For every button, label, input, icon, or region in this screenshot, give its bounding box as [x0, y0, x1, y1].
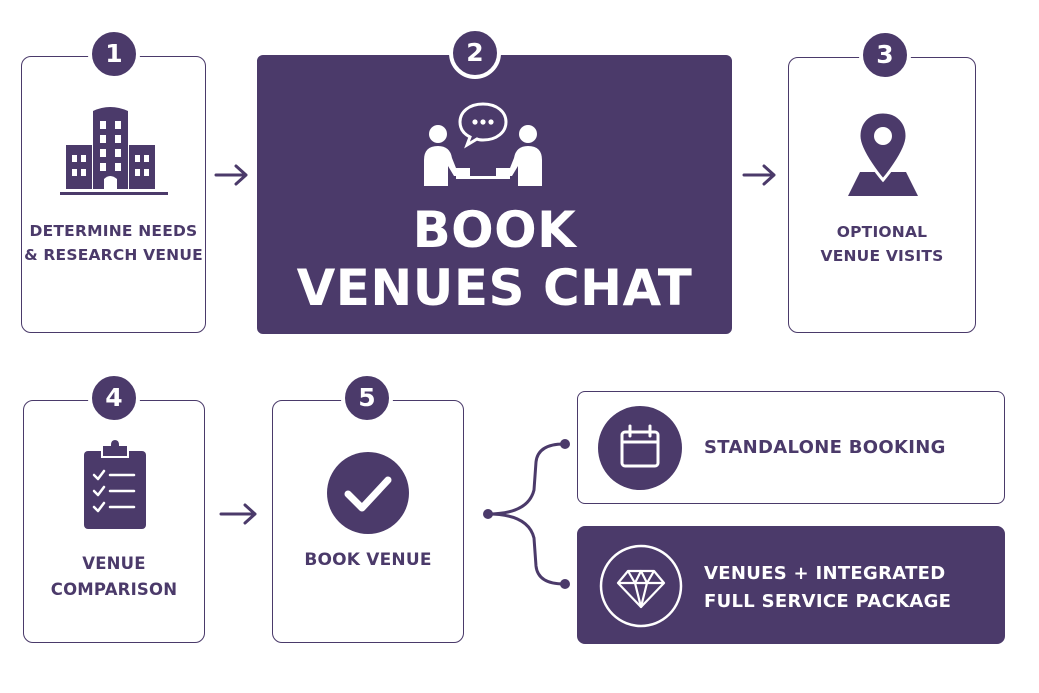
step-1-card: DETERMINE NEEDS & RESEARCH VENUE: [21, 56, 206, 333]
step-5-label: BOOK VENUE: [304, 550, 432, 570]
option-full-service-label: VENUES + INTEGRATED FULL SERVICE PACKAGE: [704, 563, 952, 612]
arrow-2-to-3-icon: [742, 164, 776, 186]
step-3-card: OPTIONAL VENUE VISITS: [788, 57, 976, 333]
step-1-number-badge: 1: [88, 28, 140, 80]
step-2-label: BOOK VENUES CHAT: [296, 201, 693, 317]
step-4-card: VENUE COMPARISON: [23, 400, 205, 643]
step-2-number-badge: 2: [449, 27, 501, 79]
step-5-card: BOOK VENUE: [272, 400, 464, 643]
step-3-label: OPTIONAL VENUE VISITS: [820, 223, 944, 265]
branch-connector: [483, 439, 570, 589]
building-icon: [60, 107, 168, 195]
step-5-number-badge: 5: [341, 372, 393, 424]
option-standalone-booking-label: STANDALONE BOOKING: [704, 437, 946, 458]
meeting-chat-icon: [424, 102, 542, 186]
checkmark-icon: [327, 452, 409, 534]
calendar-icon: [598, 406, 682, 490]
step-4-number-badge: 4: [88, 372, 140, 424]
clipboard-checklist-icon: [84, 437, 146, 529]
arrow-4-to-5-icon: [219, 503, 257, 525]
step-1-label: DETERMINE NEEDS & RESEARCH VENUE: [24, 222, 203, 264]
step-3-number-badge: 3: [859, 29, 911, 81]
step-4-label: VENUE COMPARISON: [50, 554, 178, 599]
step-2-card: BOOK VENUES CHAT: [257, 55, 732, 334]
option-full-service-card: VENUES + INTEGRATED FULL SERVICE PACKAGE: [577, 526, 1005, 644]
map-pin-icon: [848, 110, 918, 196]
diamond-icon: [599, 544, 683, 628]
option-standalone-booking-card: STANDALONE BOOKING: [577, 391, 1005, 504]
arrow-1-to-2-icon: [214, 164, 248, 186]
